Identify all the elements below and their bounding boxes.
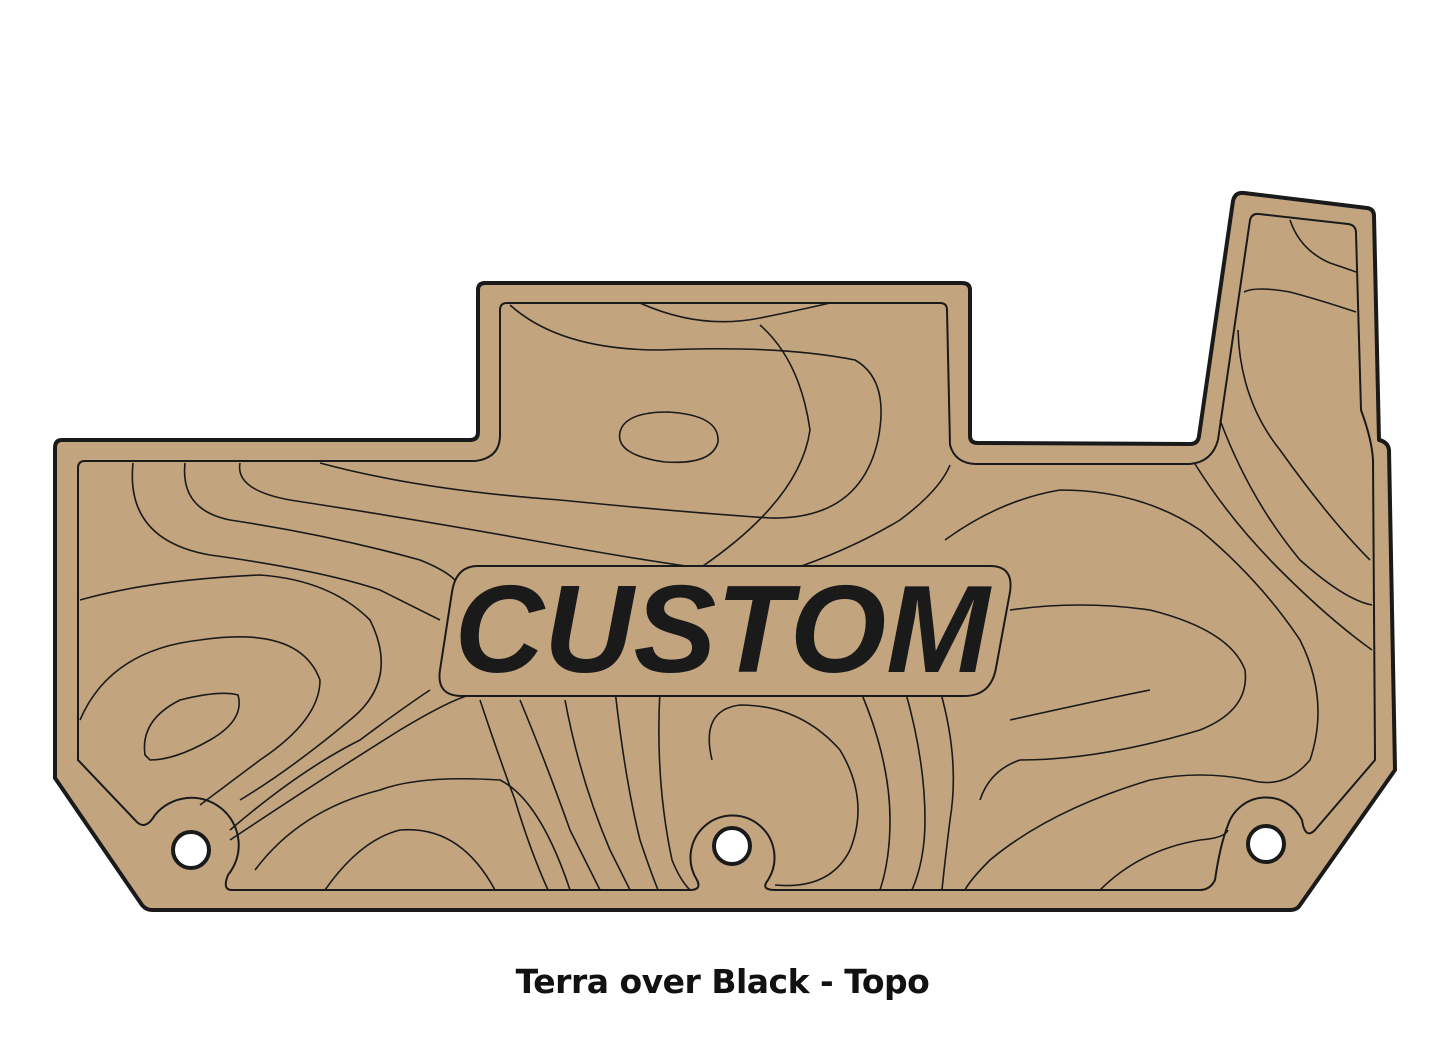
mat-inner-groove bbox=[77, 212, 1376, 891]
custom-text-logo: CUSTOM bbox=[438, 561, 1012, 699]
custom-text-backing-patch bbox=[438, 565, 1012, 697]
custom-text: CUSTOM bbox=[454, 561, 992, 699]
mounting-holes bbox=[171, 824, 1286, 870]
product-caption: Terra over Black - Topo bbox=[515, 962, 930, 1001]
topo-contour-lines bbox=[79, 219, 1373, 891]
mat-outer-shape bbox=[53, 190, 1397, 912]
